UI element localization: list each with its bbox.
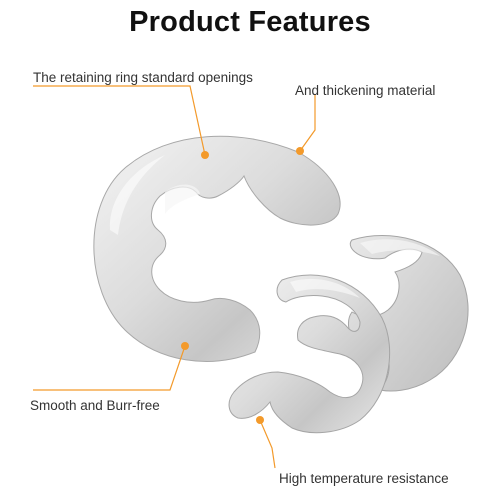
- callout-thickening-line: [299, 95, 316, 152]
- page-title: Product Features: [129, 6, 371, 38]
- label-openings: The retaining ring standard openings: [33, 70, 253, 85]
- callout-smooth-dot: [181, 342, 189, 350]
- small-e-clip: [228, 274, 391, 434]
- callout-dots: [181, 147, 304, 424]
- label-thickening: And thickening material: [295, 83, 436, 98]
- callout-temperature-dot: [256, 416, 264, 424]
- label-smooth: Smooth and Burr-free: [30, 398, 160, 413]
- medium-e-clip: [347, 234, 469, 392]
- callout-thickening-dot: [296, 147, 304, 155]
- callout-openings-line: [33, 85, 206, 156]
- callout-temperature-line: [259, 419, 276, 469]
- callout-smooth-line: [33, 345, 186, 391]
- label-temperature: High temperature resistance: [279, 471, 449, 486]
- large-e-clip: [93, 135, 341, 362]
- callout-lines: [33, 85, 316, 469]
- callout-openings-dot: [201, 151, 209, 159]
